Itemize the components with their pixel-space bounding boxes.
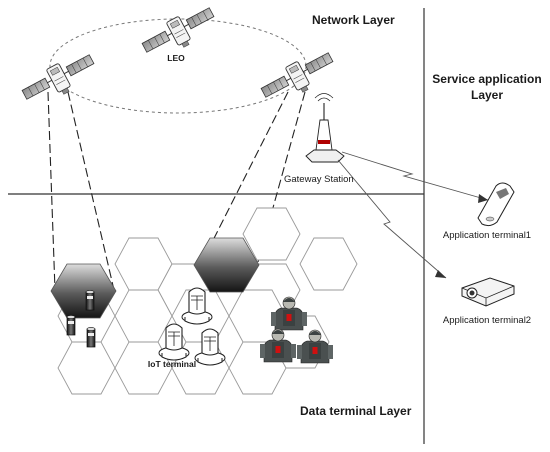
app-terminal2-label: Application terminal2 [443, 315, 531, 326]
app-terminal1-label: Application terminal1 [443, 230, 531, 241]
service-layer-title-line2: Layer [471, 88, 503, 102]
coverage-cell-left [50, 263, 117, 319]
sensor-icon [85, 289, 95, 311]
coverage-cell-right [193, 237, 260, 293]
data-terminal-layer-title: Data terminal Layer [300, 404, 412, 418]
iot-terminal-label: IoT terminal [148, 359, 196, 369]
sensor-icon [86, 326, 96, 348]
gateway-antenna-icon [305, 93, 345, 163]
sensor-icon [66, 314, 76, 336]
projector-terminal-icon [461, 277, 515, 307]
satellite-icon-left [18, 48, 101, 112]
leo-label: LEO [167, 53, 185, 63]
satellite-icon-right [257, 46, 340, 110]
gateway-links [337, 151, 489, 279]
service-layer-title-line1: Service application [432, 72, 541, 86]
phone-terminal-icon [477, 182, 515, 227]
network-layer-title: Network Layer [312, 13, 395, 27]
gateway-label: Gateway Station [284, 174, 354, 185]
hex-cell-grid [57, 207, 358, 395]
